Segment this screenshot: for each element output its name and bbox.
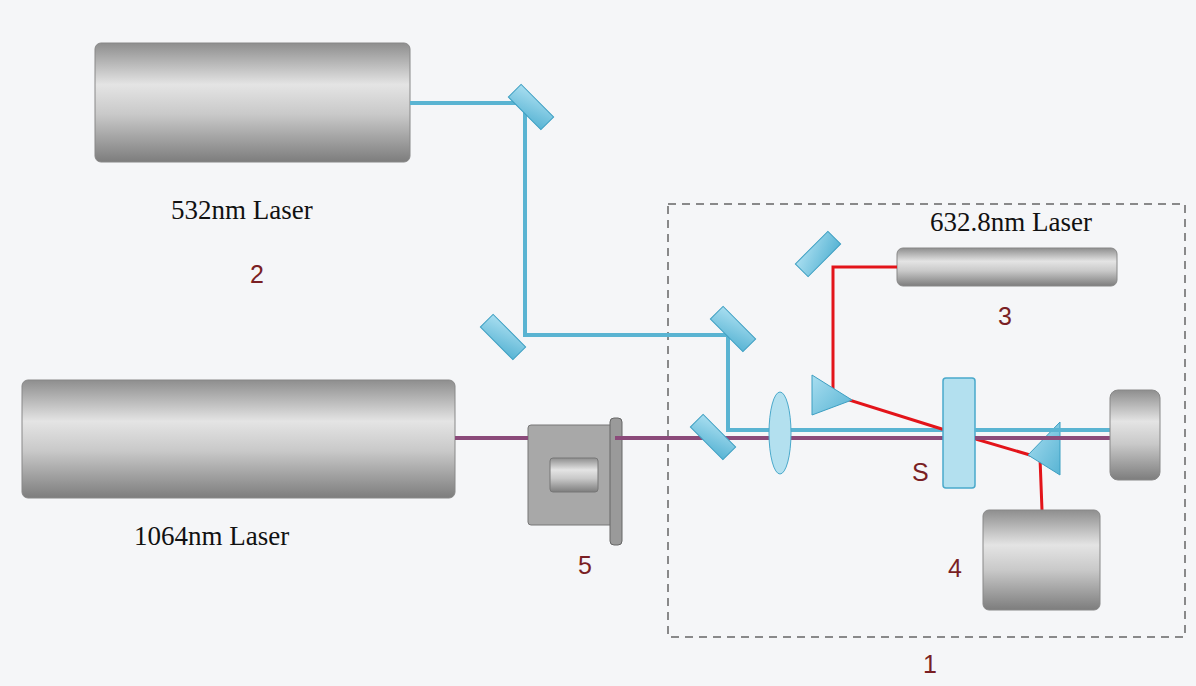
beam-dump [1110, 390, 1160, 480]
dashed-region [668, 204, 1185, 637]
callout-number: 3 [998, 304, 1012, 329]
part-label: 632.8nm Laser [928, 208, 1094, 237]
mirror [480, 314, 525, 359]
callout-number: 4 [948, 556, 962, 581]
callout-number: 1 [923, 652, 937, 677]
mirror [690, 414, 735, 459]
component-5-inner [550, 458, 598, 492]
callout-number: 2 [250, 262, 264, 287]
laser-632 [897, 248, 1117, 286]
sample [943, 378, 975, 488]
prism [812, 375, 852, 415]
part-label: S [912, 460, 929, 485]
callout-number: 5 [578, 553, 592, 578]
mirror [710, 306, 755, 351]
detector [983, 510, 1100, 610]
component-5 [528, 425, 615, 525]
part-label: 532nm Laser [171, 197, 313, 224]
beam-532 [410, 103, 1110, 430]
mirror [795, 231, 840, 276]
lens [769, 392, 791, 474]
laser-532 [95, 43, 410, 162]
mirror [508, 84, 553, 129]
beam-632 [833, 267, 1042, 510]
part-label: 1064nm Laser [134, 523, 289, 550]
laser-1064 [22, 380, 455, 498]
